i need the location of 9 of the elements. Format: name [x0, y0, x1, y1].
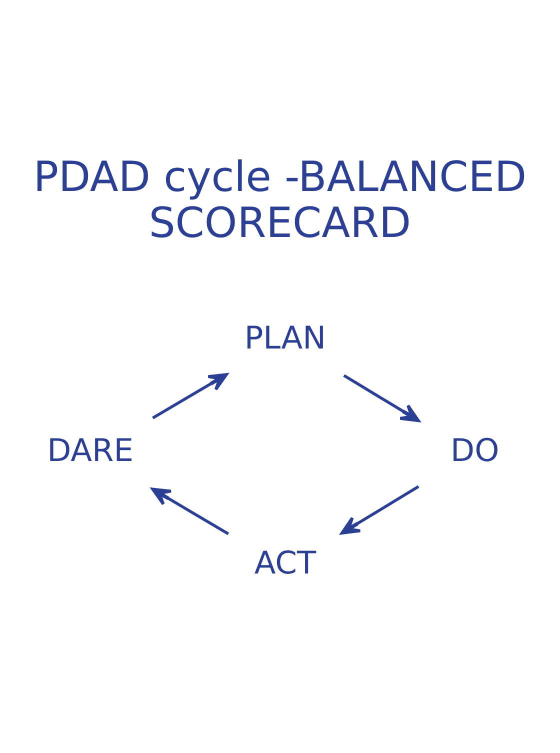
- node-text: ACT: [254, 545, 316, 582]
- arrow: [152, 373, 228, 420]
- arrow: [343, 374, 420, 422]
- arrow: [340, 485, 420, 534]
- node-text: DO: [450, 432, 500, 469]
- diagram-title: PDAD cycle -BALANCED SCORECARD: [33, 152, 527, 247]
- arrow: [151, 488, 230, 536]
- node-text: DARE: [47, 432, 134, 469]
- node-text: PLAN: [244, 320, 326, 356]
